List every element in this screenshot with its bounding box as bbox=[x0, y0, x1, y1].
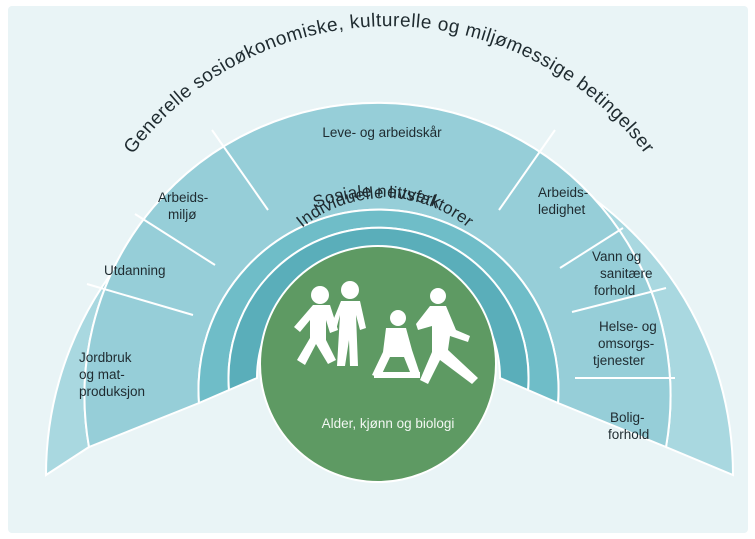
sector-label-arbeidsmiljo: Arbeids- miljø bbox=[158, 190, 212, 222]
sector-label-helse: Helse- og omsorgs- tjenester bbox=[593, 319, 661, 368]
living-conditions-top-label: Leve- og arbeidskår bbox=[322, 125, 442, 140]
sector-label-vann: Vann og sanitære forhold bbox=[592, 249, 656, 298]
sector-label-arbeidsledighet: Arbeids- ledighet bbox=[538, 185, 592, 217]
people-figures-icon bbox=[294, 281, 478, 384]
sector-dividers bbox=[86, 129, 675, 379]
sector-label-jordbruk: Jordbruk og mat- produksjon bbox=[79, 350, 145, 399]
core-label: Alder, kjønn og biologi bbox=[322, 416, 455, 431]
sector-label-bolig: Bolig- forhold bbox=[608, 410, 649, 442]
sector-label-utdanning: Utdanning bbox=[104, 263, 166, 278]
